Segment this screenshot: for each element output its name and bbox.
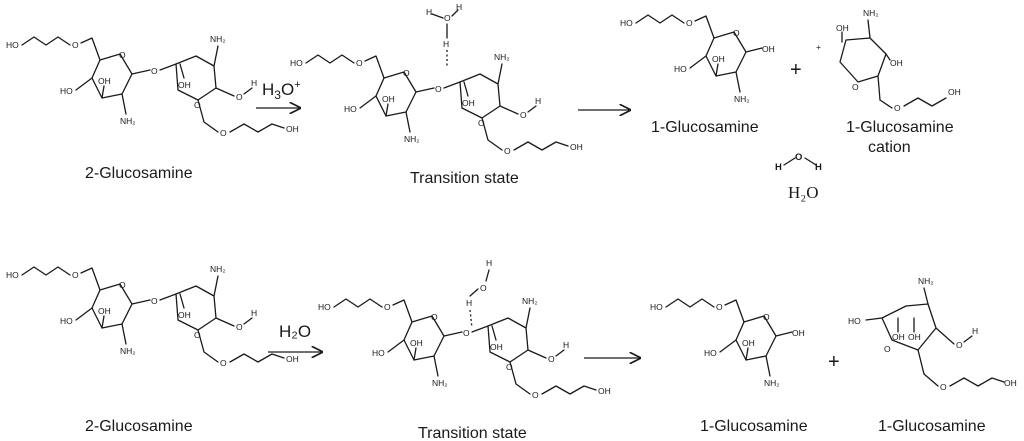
bottom-reactant-structure — [5, 263, 300, 369]
top-reactant-structure — [5, 33, 300, 139]
svg-text:OH: OH — [908, 332, 921, 342]
svg-text:OH: OH — [892, 332, 905, 342]
svg-text:O: O — [480, 283, 487, 293]
svg-text:OH: OH — [948, 87, 961, 97]
svg-text:+: + — [816, 42, 821, 52]
svg-text:H: H — [775, 162, 782, 173]
top-product2-label-line2: cation — [868, 139, 911, 156]
bottom-transition-state-structure: H O H — [317, 258, 612, 401]
bottom-product2-label: 1-Glucosamine — [878, 418, 986, 435]
top-plus: + — [790, 59, 802, 81]
svg-text:H: H — [443, 39, 449, 49]
top-water: H O H — [775, 152, 822, 173]
svg-text:O: O — [894, 103, 901, 113]
top-product2-structure: NH₂ O + OH OH O OH — [816, 8, 961, 113]
bottom-reactant-label: 2-Glucosamine — [85, 418, 193, 435]
svg-text:NH₂: NH₂ — [918, 276, 934, 286]
bottom-product2-structure: NH₂ O HO OH OH O H O OH — [848, 276, 1017, 392]
svg-text:H: H — [456, 2, 462, 12]
top-reactant-label: 2-Glucosamine — [85, 165, 193, 182]
bottom-reagent: H₂O — [279, 322, 311, 341]
top-product2-label-line1: 1-Glucosamine — [846, 119, 954, 136]
svg-text:OH: OH — [836, 23, 849, 33]
svg-text:OH: OH — [890, 58, 903, 68]
svg-text:H: H — [466, 298, 472, 308]
bottom-product1-structure — [649, 298, 806, 389]
svg-text:O: O — [956, 340, 963, 350]
svg-text:O: O — [444, 13, 451, 23]
svg-text:O: O — [795, 152, 802, 163]
svg-text:OH: OH — [1004, 378, 1017, 388]
svg-text:H: H — [426, 7, 432, 17]
top-reagent: H3O+ — [262, 79, 301, 102]
bottom-ts-label: Transition state — [418, 425, 527, 441]
bottom-plus: + — [828, 351, 840, 373]
top-product1-structure — [619, 14, 776, 105]
top-product1-label: 1-Glucosamine — [651, 119, 759, 136]
svg-text:H: H — [815, 162, 822, 173]
svg-text:HO: HO — [848, 316, 861, 326]
top-ts-label: Transition state — [410, 170, 519, 187]
svg-text:H: H — [486, 258, 492, 268]
svg-text:O: O — [852, 82, 859, 92]
svg-text:O: O — [940, 382, 947, 392]
svg-text:H: H — [972, 326, 978, 336]
top-water-formula: H₂O — [788, 183, 818, 202]
top-transition-state-structure: H O H H — [289, 2, 584, 157]
svg-text:NH₂: NH₂ — [863, 8, 879, 18]
svg-text:O: O — [884, 344, 891, 354]
bottom-product1-label: 1-Glucosamine — [700, 418, 808, 435]
